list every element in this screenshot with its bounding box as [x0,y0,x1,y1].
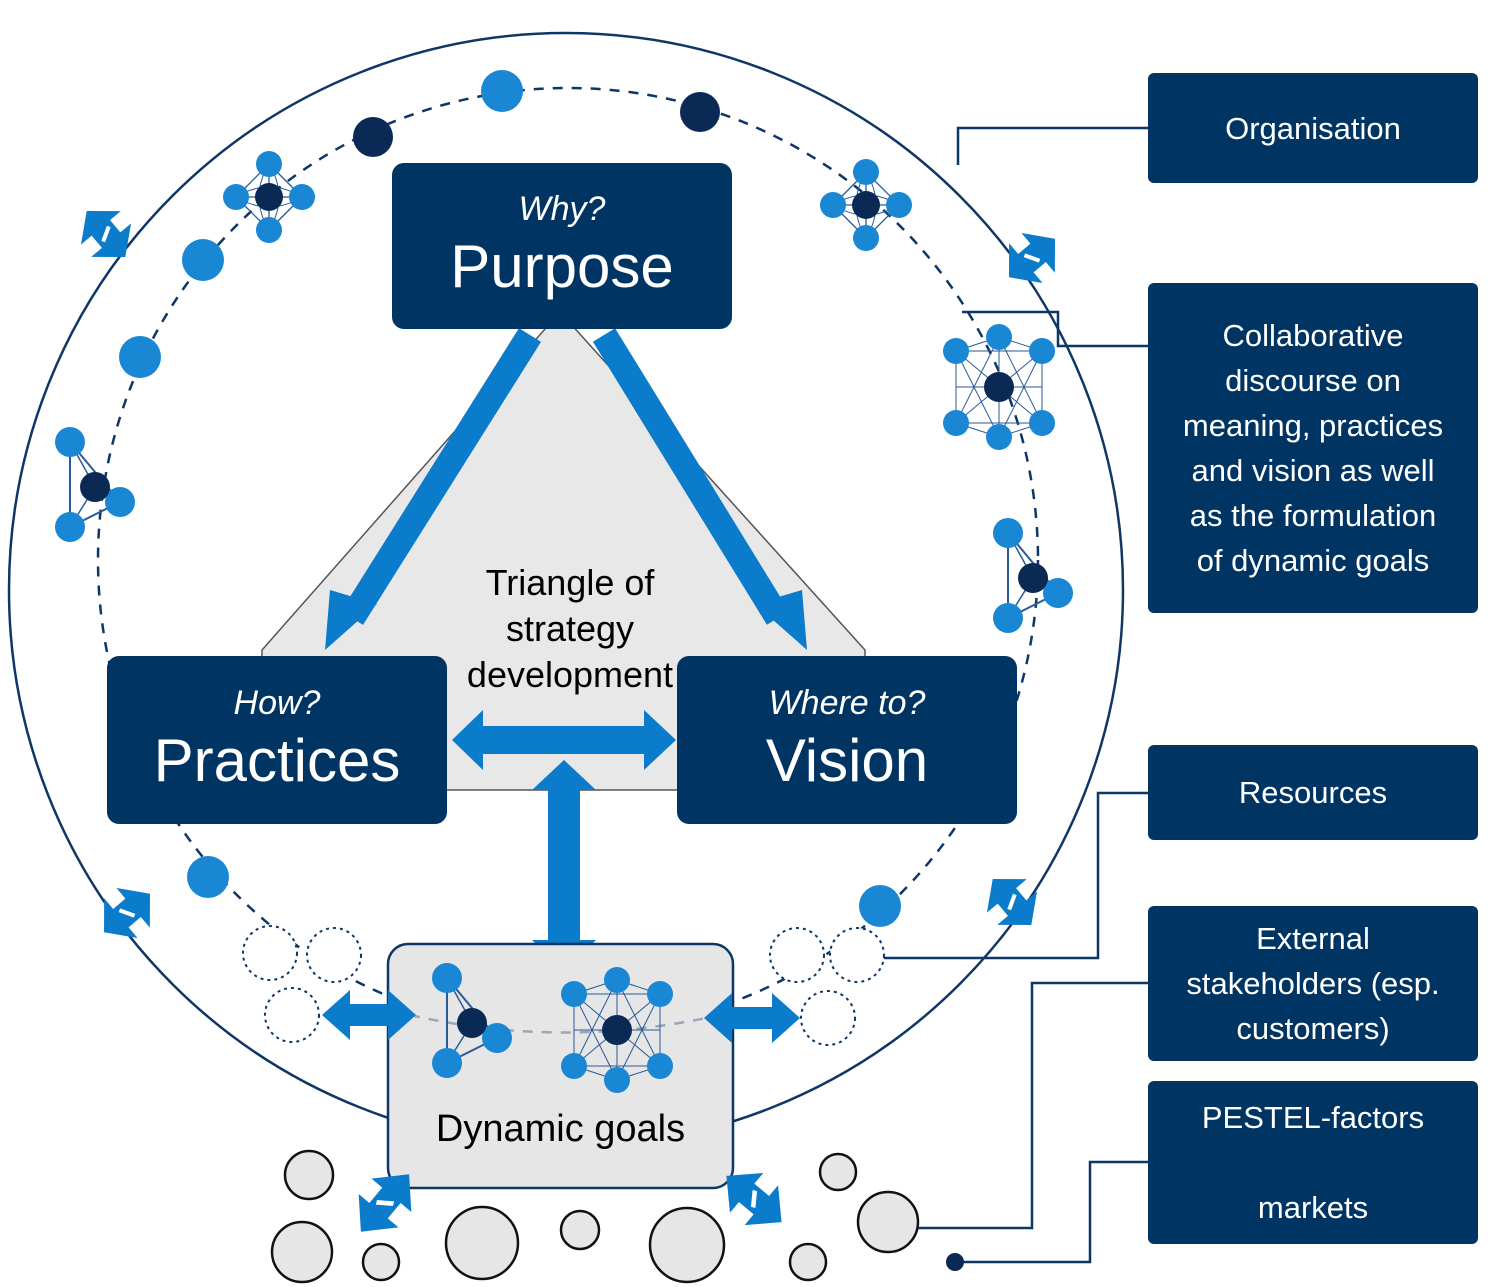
practices-vision-double-arrow [452,710,676,770]
vertical-double-arrow [532,760,596,972]
purpose-to-practices-arrow [340,328,542,625]
organisation-label: Organisation [1225,110,1401,146]
triangle-cluster-icon [992,517,1074,634]
dashed-ring-inside-goals [409,1013,721,1034]
vision-box: Where to? Vision [677,656,1017,824]
arrowhead [325,590,377,650]
pestel-line: PESTEL-factors [1201,1100,1425,1135]
stakeholders-line: customers) [1236,1011,1390,1046]
practices-question: How? [233,683,321,722]
environment-bubble [788,1242,828,1282]
practices-box: How? Practices [107,656,447,824]
goals-left-double-arrow [322,990,416,1040]
triangle-label-line: Triangle of [485,562,655,603]
connector-line [955,1160,1148,1264]
ring-dot [481,70,523,112]
dotted-circle [800,990,856,1046]
environment-bubble [283,1149,335,1201]
dotted-circle [769,927,825,983]
connector-line [918,981,1148,1230]
environment-bubble [361,1242,401,1282]
collaborative-line: as the formulation [1189,498,1437,533]
collaborative-line: meaning, practices [1182,408,1444,443]
pestel-box: PESTEL-factors markets [1148,1081,1478,1244]
triangle-label-line: development [466,654,674,696]
network-cluster-icon [560,966,674,1094]
network-cluster-icon [942,323,1056,451]
purpose-question: Why? [518,189,606,228]
ring-dot [353,117,393,157]
dotted-circle [242,925,298,981]
ring-dot [119,336,161,378]
stakeholders-line: stakeholders (esp. [1186,966,1440,1001]
dynamic-goals-label: Dynamic goals [435,1108,686,1150]
connector-line [962,310,1148,348]
network-cluster-icon [222,150,316,244]
pestel-line: markets [1257,1190,1369,1225]
environment-bubble [648,1206,726,1284]
dotted-circle [264,987,320,1043]
connector-line [884,791,1148,960]
network-cluster-icon [819,158,913,252]
organisation-box: Organisation [1148,73,1478,183]
ring-dot [680,92,720,132]
double-arrow-icon [970,860,1054,944]
stakeholders-line: External [1256,921,1370,956]
connector-dot [946,1253,964,1271]
connector-line [956,126,1148,165]
ring-dot [859,885,901,927]
purpose-box: Why? Purpose [392,163,732,329]
purpose-to-vision-arrow [592,328,790,625]
vision-title: Vision [765,727,929,795]
triangle-cluster-icon [54,426,136,543]
arrowhead [755,590,807,650]
purpose-title: Purpose [450,233,674,301]
resources-label: Resources [1238,775,1388,810]
triangle-label: Triangle of strategy development [440,560,700,698]
dashed-ring [96,86,1040,1034]
collaborative-line: Collaborative [1222,318,1404,353]
environment-bubble [559,1209,601,1251]
double-arrow-icon [85,871,169,955]
dotted-circle [829,927,885,983]
environment-bubble [856,1190,920,1254]
collaborative-box: Collaborative discourse on meaning, prac… [1148,283,1478,613]
environment-bubble [818,1152,858,1192]
ring-dot [187,856,229,898]
dotted-circle [306,927,362,983]
resources-box: Resources [1148,745,1478,840]
ring-dot [182,239,224,281]
collaborative-line: of dynamic goals [1196,543,1430,578]
environment-bubble [444,1205,520,1281]
practices-title: Practices [153,727,401,795]
vision-question: Where to? [768,683,926,722]
environment-bubble [270,1220,334,1284]
stakeholders-box: External stakeholders (esp. customers) [1148,906,1478,1061]
goals-right-double-arrow [704,993,800,1043]
collaborative-line: and vision as well [1191,453,1435,488]
collaborative-line: discourse on [1225,363,1401,398]
triangle-label-line: strategy [505,608,635,650]
double-arrow-icon [64,192,148,276]
